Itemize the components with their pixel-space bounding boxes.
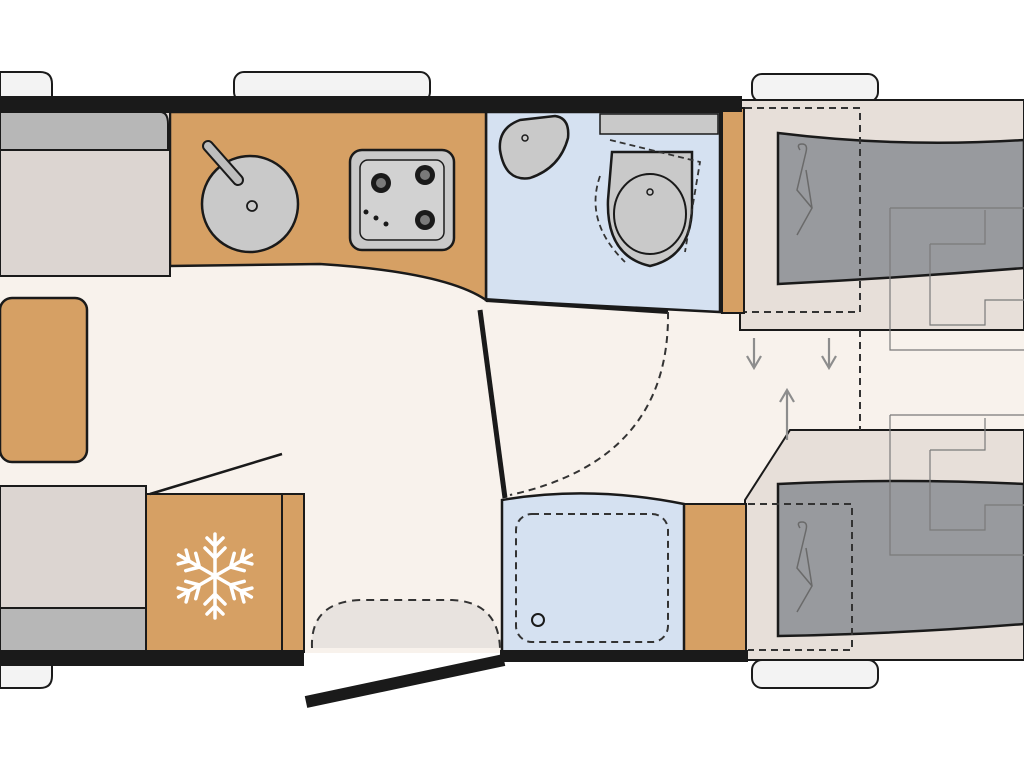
washbasin-icon xyxy=(498,114,570,180)
shower xyxy=(500,492,686,654)
fridge-side xyxy=(281,493,305,653)
sink-icon xyxy=(200,140,300,254)
wall-bottom-left xyxy=(0,650,304,666)
washroom-door xyxy=(485,298,669,314)
arrow-icon xyxy=(779,387,795,440)
window-bottom-left xyxy=(0,662,53,689)
shower-tray xyxy=(515,513,669,643)
under-bed-storage xyxy=(889,207,1024,556)
toilet-icon xyxy=(594,139,702,268)
drain-icon xyxy=(531,613,545,627)
wall-bottom-right xyxy=(500,650,748,662)
dining-table xyxy=(0,296,89,464)
door-panel xyxy=(477,309,508,499)
sofa-lower-cushion xyxy=(0,607,147,653)
window-top-right xyxy=(751,73,879,103)
entrance-door xyxy=(304,654,506,708)
fridge-door-line xyxy=(149,452,283,496)
outer-wall xyxy=(0,96,748,666)
windows-bottom xyxy=(0,659,879,689)
washroom-counter xyxy=(599,113,719,135)
entrance-step xyxy=(310,599,501,649)
hanger-icon xyxy=(796,521,813,613)
bed-extension-outline xyxy=(745,107,861,651)
windows-top xyxy=(0,71,879,103)
snowflake-icon xyxy=(171,532,259,620)
mattress-lower xyxy=(776,479,1024,638)
sofa-upper-cushion xyxy=(0,111,169,151)
wall-top xyxy=(0,96,742,112)
arrow-icon xyxy=(821,338,837,371)
wardrobe-upper xyxy=(721,107,745,314)
wardrobe-lower xyxy=(683,503,747,653)
window-top-left xyxy=(0,71,53,98)
hanger-icon xyxy=(796,143,813,236)
window-bottom-right xyxy=(751,659,879,689)
stove-icon xyxy=(348,148,456,252)
arrow-icon xyxy=(746,338,762,371)
